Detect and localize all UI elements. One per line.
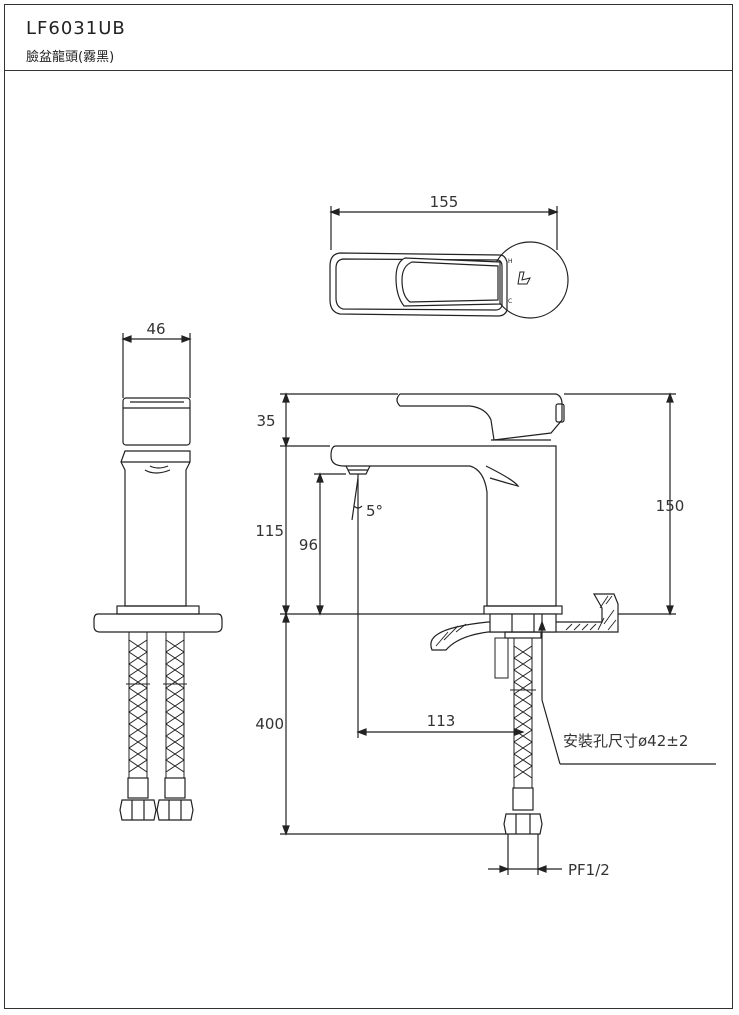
thread-size: PF1/2 xyxy=(568,861,610,879)
drawing-frame xyxy=(4,4,733,1009)
install-hole-size: 安裝孔尺寸ø42±2 xyxy=(563,732,688,750)
brand-logo xyxy=(517,271,531,285)
side-view: 46 xyxy=(93,320,223,821)
dim-total-height: 150 xyxy=(656,497,685,515)
title-block: LF6031UB 臉盆龍頭(霧黑) xyxy=(4,4,733,71)
dim-spout-height: 115 xyxy=(255,522,284,540)
dim-side-width: 46 xyxy=(146,320,165,338)
dim-outlet-height: 96 xyxy=(299,536,318,554)
dim-hose-length: 400 xyxy=(255,715,284,733)
dim-top-width: 155 xyxy=(430,193,459,211)
top-view: 155 H C xyxy=(329,193,569,319)
cold-marking: C xyxy=(508,298,512,305)
front-view: 35 115 96 5° 150 400 113 xyxy=(255,392,716,879)
product-description: 臉盆龍頭(霧黑) xyxy=(26,50,115,65)
dim-spout-reach: 113 xyxy=(427,712,456,730)
model-number: LF6031UB xyxy=(26,18,126,39)
hot-marking: H xyxy=(508,258,513,265)
dim-spout-angle: 5° xyxy=(366,502,383,520)
dim-handle-height: 35 xyxy=(256,412,275,430)
